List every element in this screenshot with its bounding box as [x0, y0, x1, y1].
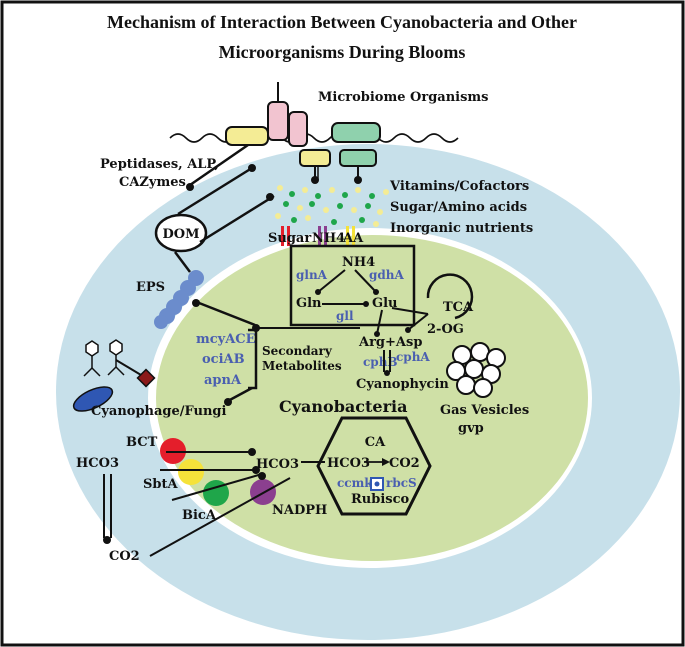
connector-dot — [192, 299, 200, 307]
pink-receptor-2 — [289, 112, 307, 146]
connector-dot — [248, 164, 256, 172]
connector-dot — [363, 301, 369, 307]
nutrient-dot — [365, 203, 371, 209]
nutrient-dot — [351, 207, 357, 213]
gene-cphb: cphB — [363, 355, 398, 369]
yellow-receptor-left — [226, 127, 268, 145]
gene-ccmk: ccmk — [337, 476, 373, 490]
label-peptidases: Peptidases, ALP, — [100, 157, 219, 172]
label-vitamins-cofactors: Vitamins/Cofactors — [389, 179, 529, 194]
nutrient-dot — [337, 203, 343, 209]
nutrient-dot — [342, 192, 348, 198]
nutrient-dot — [377, 209, 383, 215]
nutrient-dot — [315, 193, 321, 199]
nutrient-dot — [355, 187, 361, 193]
gas-vesicle — [474, 379, 492, 397]
connector-dot — [248, 448, 256, 456]
connector-dot — [252, 324, 260, 332]
gene-apna: apnA — [204, 373, 242, 388]
gene-gll: gll — [336, 309, 354, 323]
connector-dot — [384, 370, 390, 376]
gene-glna: glnA — [296, 268, 328, 282]
label-gln: Gln — [296, 296, 322, 311]
connector-dot — [405, 327, 411, 333]
label-cazymes: CAZymes — [119, 175, 186, 190]
sbta-transporter — [178, 459, 204, 485]
label-hco3-left: HCO3 — [76, 456, 119, 471]
label-sbta: SbtA — [143, 477, 178, 492]
nutrient-dot — [275, 213, 281, 219]
label-hco3-mid: HCO3 — [256, 457, 299, 472]
label-bct: BCT — [126, 435, 158, 450]
label-gvp: gvp — [458, 421, 484, 436]
connector-dot — [266, 193, 274, 201]
nutrient-dot — [323, 207, 329, 213]
nutrient-dot — [289, 191, 295, 197]
nutrient-dot — [359, 217, 365, 223]
nutrient-dot — [305, 215, 311, 221]
rubisco-core-icon — [375, 482, 380, 487]
title-line-1: Mechanism of Interaction Between Cyanoba… — [107, 12, 577, 32]
gene-gdha: gdhA — [369, 268, 405, 282]
nutrient-dot — [331, 219, 337, 225]
label-secondary: Secondary — [262, 344, 333, 358]
label-sugar-amino-acids: Sugar/Amino acids — [390, 200, 527, 215]
label-aa: AA — [342, 231, 364, 246]
connector-dot — [252, 466, 260, 474]
label-tca: TCA — [443, 300, 474, 315]
green-receptor-upper — [332, 123, 380, 142]
label-nh4-transport: NH4 — [312, 231, 345, 246]
connector-dot — [311, 176, 319, 184]
label-arg-asp: Arg+Asp — [358, 335, 422, 350]
gene-mcyace: mcyACE — [196, 332, 256, 347]
phage-head — [86, 341, 98, 356]
label-ca: CA — [365, 435, 386, 450]
connector-dot — [103, 536, 111, 544]
gas-vesicle — [457, 376, 475, 394]
label-cyanophycin: Cyanophycin — [356, 377, 449, 392]
title-line-2: Microorganisms During Blooms — [219, 42, 466, 62]
label-metabolites: Metabolites — [262, 359, 342, 373]
connector-dot — [354, 176, 362, 184]
label-nadph: NADPH — [272, 503, 327, 518]
connector-dot — [373, 289, 379, 295]
nutrient-dot — [373, 221, 379, 227]
label-co2-bottom: CO2 — [109, 549, 140, 564]
nutrient-dot — [369, 193, 375, 199]
nutrient-dot — [383, 189, 389, 195]
label-cyanobacteria: Cyanobacteria — [279, 397, 407, 416]
green-receptor-lower — [340, 150, 376, 166]
pink-receptor-1 — [268, 102, 288, 140]
label-dom: DOM — [163, 227, 200, 242]
eps-bead — [154, 315, 168, 329]
label-cyanophage-fungi: Cyanophage/Fungi — [91, 404, 227, 419]
gene-rbcs: rbcS — [386, 476, 417, 490]
nutrient-dot — [283, 201, 289, 207]
nutrient-dot — [297, 205, 303, 211]
nutrient-dot — [302, 187, 308, 193]
yellow-receptor-small — [300, 150, 330, 166]
nutrient-dot — [329, 187, 335, 193]
label-hco3-carboxysome: HCO3 — [327, 456, 370, 471]
connector-dot — [315, 289, 321, 295]
nutrient-dot — [309, 201, 315, 207]
label-co2-carboxysome: CO2 — [389, 456, 420, 471]
label-gas-vesicles: Gas Vesicles — [440, 403, 529, 418]
label-inorganic-nutrients: Inorganic nutrients — [390, 221, 533, 236]
label-2-og: 2-OG — [427, 322, 464, 337]
connector-dot — [186, 183, 194, 191]
label-rubisco: Rubisco — [351, 492, 410, 507]
gene-ociab: ociAB — [202, 352, 245, 367]
nutrient-dot — [277, 185, 283, 191]
label-eps: EPS — [136, 280, 165, 295]
gene-cpha: cphA — [396, 350, 430, 364]
label-sugar: Sugar — [268, 231, 311, 246]
connector-dot — [258, 472, 266, 480]
nutrient-dot — [291, 217, 297, 223]
phage-head — [110, 340, 122, 355]
label-microbiome-organisms: Microbiome Organisms — [318, 90, 489, 105]
